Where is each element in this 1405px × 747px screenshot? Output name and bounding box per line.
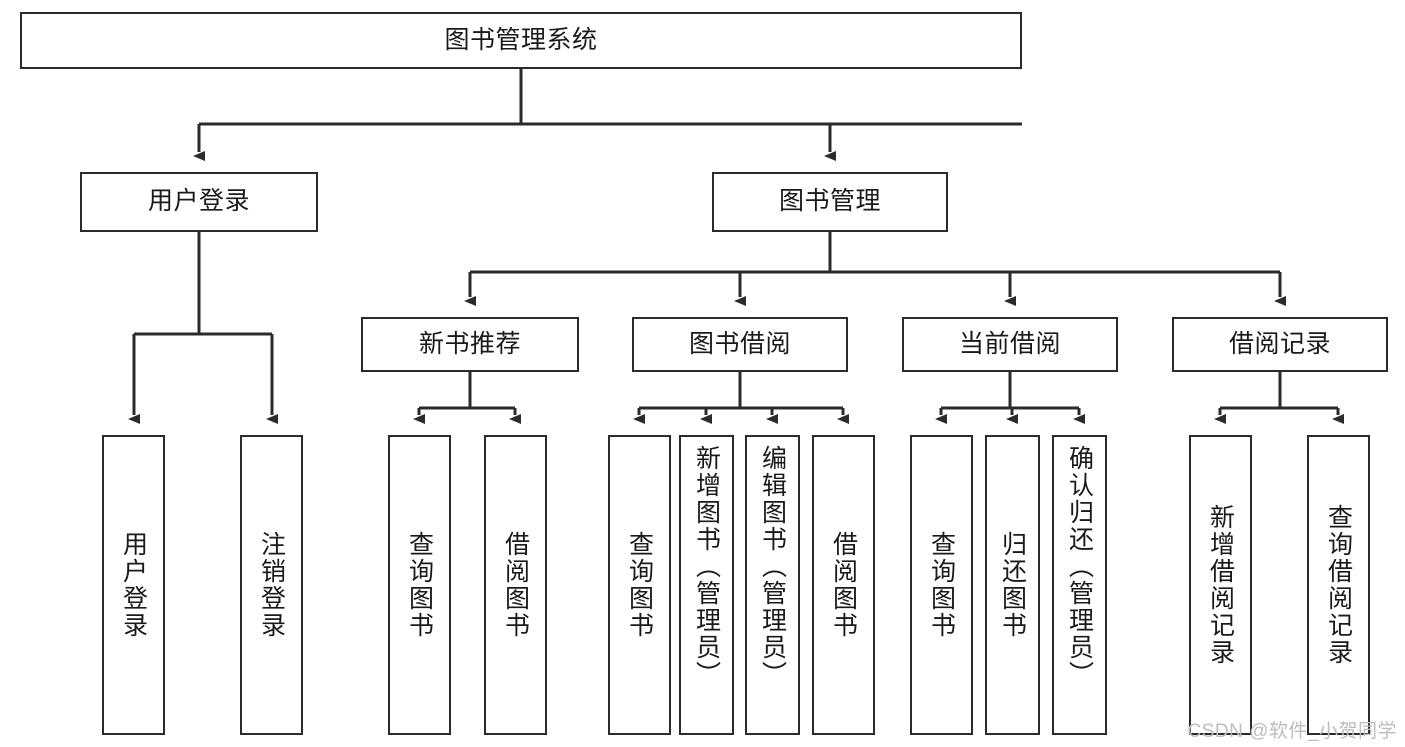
edge-new-book-recommend-to-leaves: [413, 372, 521, 424]
edge-root-to-level2: [193, 69, 1022, 161]
edge-book-borrow-to-leaves: [633, 372, 849, 424]
node-book-management-label: 图书管理: [778, 187, 881, 216]
node-leaf-query-book-3[interactable]: 查询图书: [910, 435, 973, 735]
node-root-label: 图书管理系统: [444, 25, 598, 54]
node-leaf-confirm-return-admin[interactable]: 确认归还（管理员）: [1052, 435, 1107, 735]
edge-borrow-record-to-leaves: [1214, 372, 1344, 424]
node-leaf-edit-book-admin-label: 编辑图书（管理员）: [758, 445, 787, 688]
node-new-book-recommend-label: 新书推荐: [418, 329, 521, 358]
node-book-borrow[interactable]: 图书借阅: [632, 317, 848, 372]
node-leaf-add-borrow-record[interactable]: 新增借阅记录: [1189, 435, 1252, 735]
node-leaf-add-book-admin-label: 新增图书（管理员）: [692, 445, 721, 688]
node-borrow-record[interactable]: 借阅记录: [1172, 317, 1388, 372]
node-leaf-borrow-book-1-label: 借阅图书: [501, 531, 530, 639]
node-leaf-add-book-admin[interactable]: 新增图书（管理员）: [679, 435, 734, 735]
edge-book-management-to-level3: [464, 232, 1286, 306]
node-leaf-user-logout[interactable]: 注销登录: [240, 435, 303, 735]
node-leaf-user-login[interactable]: 用户登录: [102, 435, 165, 735]
node-leaf-query-borrow-record-label: 查询借阅记录: [1324, 504, 1353, 666]
node-leaf-borrow-book-2[interactable]: 借阅图书: [812, 435, 875, 735]
node-user-login-label: 用户登录: [147, 187, 250, 216]
node-leaf-borrow-book-2-label: 借阅图书: [829, 531, 858, 639]
node-current-borrow-label: 当前借阅: [958, 329, 1061, 358]
node-leaf-query-book-1-label: 查询图书: [405, 531, 434, 639]
node-leaf-query-book-3-label: 查询图书: [927, 531, 956, 639]
node-leaf-query-book-1[interactable]: 查询图书: [388, 435, 451, 735]
node-leaf-borrow-book-1[interactable]: 借阅图书: [484, 435, 547, 735]
node-book-management[interactable]: 图书管理: [712, 172, 948, 232]
node-current-borrow[interactable]: 当前借阅: [902, 317, 1118, 372]
edge-user-login-to-leaves: [128, 232, 278, 424]
node-leaf-user-logout-label: 注销登录: [257, 531, 286, 639]
node-new-book-recommend[interactable]: 新书推荐: [361, 317, 579, 372]
node-leaf-query-book-2[interactable]: 查询图书: [608, 435, 671, 735]
node-leaf-confirm-return-admin-label: 确认归还（管理员）: [1065, 445, 1094, 688]
node-root[interactable]: 图书管理系统: [20, 12, 1022, 69]
edge-current-borrow-to-leaves: [935, 372, 1085, 424]
node-leaf-query-borrow-record[interactable]: 查询借阅记录: [1307, 435, 1370, 735]
node-leaf-user-login-label: 用户登录: [119, 531, 148, 639]
node-leaf-query-book-2-label: 查询图书: [625, 531, 654, 639]
node-user-login[interactable]: 用户登录: [80, 172, 318, 232]
node-leaf-edit-book-admin[interactable]: 编辑图书（管理员）: [745, 435, 800, 735]
node-book-borrow-label: 图书借阅: [688, 329, 791, 358]
node-leaf-return-book-label: 归还图书: [998, 531, 1027, 639]
node-borrow-record-label: 借阅记录: [1228, 329, 1331, 358]
node-leaf-return-book[interactable]: 归还图书: [985, 435, 1040, 735]
node-leaf-add-borrow-record-label: 新增借阅记录: [1206, 504, 1235, 666]
watermark-text: CSDN @软件_小贺同学: [1187, 721, 1397, 742]
